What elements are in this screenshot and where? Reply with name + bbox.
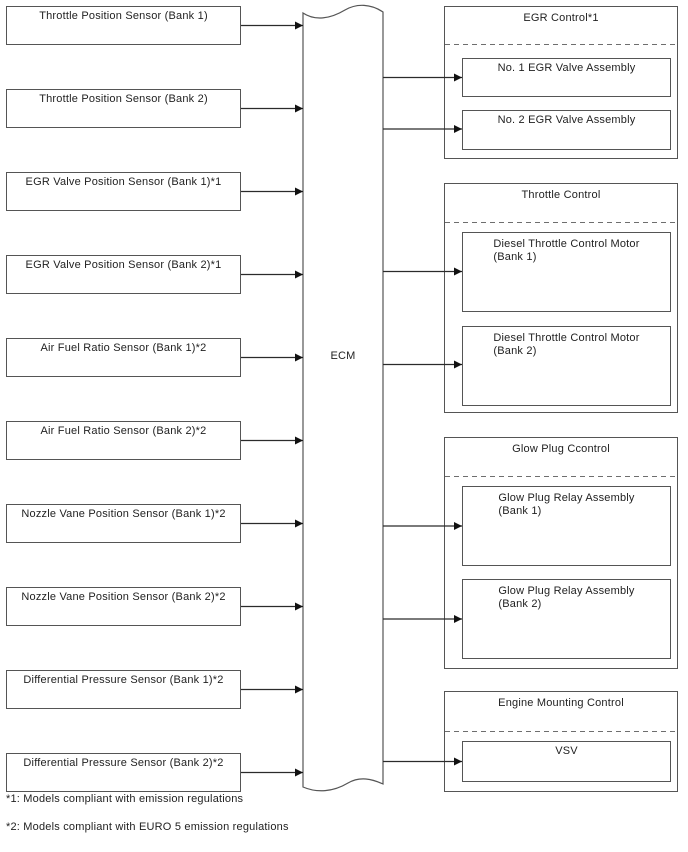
input-box-throttle-position-2: Throttle Position Sensor (Bank 2) <box>6 89 241 128</box>
footnote-1: *1: Models compliant with emission regul… <box>6 793 244 805</box>
output-box-glow-plug-relay-2: Glow Plug Relay Assembly (Bank 2) <box>462 579 671 659</box>
output-box-vsv: VSV <box>462 741 671 782</box>
output-box-no2-egr-valve-assembly: No. 2 EGR Valve Assembly <box>462 110 671 150</box>
output-label: Glow Plug Relay Assembly (Bank 1) <box>498 492 635 517</box>
group-title: Engine Mounting Control <box>498 697 624 709</box>
input-box-differential-pressure-2: Differential Pressure Sensor (Bank 2)*2 <box>6 753 241 792</box>
input-label: EGR Valve Position Sensor (Bank 1)*1 <box>25 176 222 188</box>
input-box-egr-valve-position-2: EGR Valve Position Sensor (Bank 2)*1 <box>6 255 241 294</box>
input-box-air-fuel-ratio-2: Air Fuel Ratio Sensor (Bank 2)*2 <box>6 421 241 460</box>
input-box-nozzle-vane-position-2: Nozzle Vane Position Sensor (Bank 2)*2 <box>6 587 241 626</box>
group-title: Throttle Control <box>521 189 601 201</box>
output-label: Diesel Throttle Control Motor (Bank 2) <box>493 332 640 357</box>
input-label: Nozzle Vane Position Sensor (Bank 1)*2 <box>21 508 226 520</box>
input-box-nozzle-vane-position-1: Nozzle Vane Position Sensor (Bank 1)*2 <box>6 504 241 543</box>
input-label: Throttle Position Sensor (Bank 1) <box>39 10 208 22</box>
input-box-egr-valve-position-1: EGR Valve Position Sensor (Bank 1)*1 <box>6 172 241 211</box>
output-label: No. 2 EGR Valve Assembly <box>497 114 636 126</box>
input-label: EGR Valve Position Sensor (Bank 2)*1 <box>25 259 222 271</box>
input-label: Air Fuel Ratio Sensor (Bank 1)*2 <box>40 342 207 354</box>
input-box-air-fuel-ratio-1: Air Fuel Ratio Sensor (Bank 1)*2 <box>6 338 241 377</box>
input-label: Throttle Position Sensor (Bank 2) <box>39 93 208 105</box>
footnote-2: *2: Models compliant with EURO 5 emissio… <box>6 821 289 833</box>
input-label: Air Fuel Ratio Sensor (Bank 2)*2 <box>40 425 207 437</box>
output-label: No. 1 EGR Valve Assembly <box>497 62 636 74</box>
input-label: Differential Pressure Sensor (Bank 1)*2 <box>23 674 224 686</box>
output-box-diesel-throttle-motor-2: Diesel Throttle Control Motor (Bank 2) <box>462 326 671 406</box>
output-label: Diesel Throttle Control Motor (Bank 1) <box>493 238 640 263</box>
input-label: Differential Pressure Sensor (Bank 2)*2 <box>23 757 224 769</box>
group-title: EGR Control*1 <box>523 12 599 24</box>
ecm-box <box>302 4 384 792</box>
ecm-label: ECM <box>330 350 356 362</box>
input-box-differential-pressure-1: Differential Pressure Sensor (Bank 1)*2 <box>6 670 241 709</box>
output-box-no1-egr-valve-assembly: No. 1 EGR Valve Assembly <box>462 58 671 97</box>
output-label: Glow Plug Relay Assembly (Bank 2) <box>498 585 635 610</box>
output-label: VSV <box>555 745 578 757</box>
output-box-diesel-throttle-motor-1: Diesel Throttle Control Motor (Bank 1) <box>462 232 671 312</box>
group-title: Glow Plug Ccontrol <box>512 443 610 455</box>
output-box-glow-plug-relay-1: Glow Plug Relay Assembly (Bank 1) <box>462 486 671 566</box>
input-label: Nozzle Vane Position Sensor (Bank 2)*2 <box>21 591 226 603</box>
input-box-throttle-position-1: Throttle Position Sensor (Bank 1) <box>6 6 241 45</box>
